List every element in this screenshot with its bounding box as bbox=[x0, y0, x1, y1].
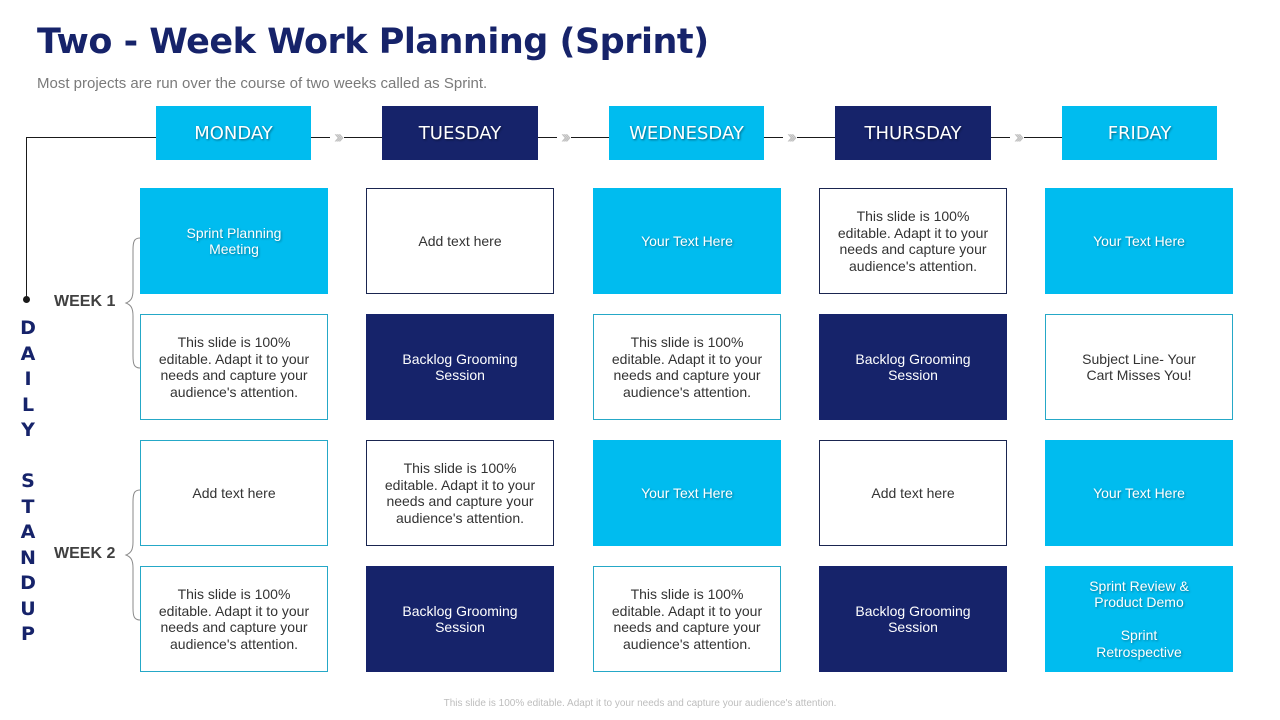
week-2-brace-icon bbox=[124, 489, 141, 621]
day-header-tuesday: TUESDAY bbox=[382, 106, 538, 160]
timeline-vertical-line bbox=[26, 137, 27, 299]
daily-standup-label: D A I L Y S T A N D U P bbox=[18, 316, 38, 648]
cell-w2-thursday-b: Backlog Grooming Session bbox=[819, 566, 1007, 672]
daily-standup-letter: I bbox=[24, 368, 32, 390]
cell-w1-monday-b: This slide is 100% editable. Adapt it to… bbox=[140, 314, 328, 420]
daily-standup-letter: S bbox=[21, 470, 35, 492]
cell-w2-monday-b: This slide is 100% editable. Adapt it to… bbox=[140, 566, 328, 672]
daily-standup-spacer bbox=[18, 444, 38, 470]
footer-note: This slide is 100% editable. Adapt it to… bbox=[443, 698, 837, 709]
daily-standup-letter: T bbox=[21, 495, 35, 518]
cell-w2-friday-a: Your Text Here bbox=[1045, 440, 1233, 546]
day-header-wednesday: WEDNESDAY bbox=[609, 106, 764, 160]
cell-w2-friday-b: Sprint Review & Product Demo Sprint Retr… bbox=[1045, 566, 1233, 672]
cell-w1-wednesday-b: This slide is 100% editable. Adapt it to… bbox=[593, 314, 781, 420]
daily-standup-letter: A bbox=[20, 342, 36, 365]
page-subtitle: Most projects are run over the course of… bbox=[37, 75, 488, 92]
daily-standup-letter: N bbox=[20, 546, 36, 569]
cell-w1-wednesday-a: Your Text Here bbox=[593, 188, 781, 294]
cell-w2-wednesday-a: Your Text Here bbox=[593, 440, 781, 546]
timeline-line bbox=[26, 137, 1062, 138]
week-1-brace-icon bbox=[124, 237, 141, 369]
daily-standup-letter: L bbox=[21, 393, 35, 416]
daily-standup-letter: U bbox=[20, 597, 36, 620]
cell-w1-friday-a: Your Text Here bbox=[1045, 188, 1233, 294]
cell-w2-tuesday-b: Backlog Grooming Session bbox=[366, 566, 554, 672]
cell-w1-friday-b: Subject Line- Your Cart Misses You! bbox=[1045, 314, 1233, 420]
cell-w2-wednesday-b: This slide is 100% editable. Adapt it to… bbox=[593, 566, 781, 672]
page-title: Two - Week Work Planning (Sprint) bbox=[37, 22, 709, 62]
triple-chevron-right-icon: ››› bbox=[330, 126, 344, 148]
day-header-monday: MONDAY bbox=[156, 106, 311, 160]
triple-chevron-right-icon: ››› bbox=[783, 126, 797, 148]
daily-standup-letter: D bbox=[20, 572, 36, 594]
daily-standup-letter: P bbox=[21, 623, 35, 645]
day-header-friday: FRIDAY bbox=[1062, 106, 1217, 160]
cell-w2-tuesday-a: This slide is 100% editable. Adapt it to… bbox=[366, 440, 554, 546]
week-1-label: WEEK 1 bbox=[54, 293, 116, 310]
cell-w1-thursday-a: This slide is 100% editable. Adapt it to… bbox=[819, 188, 1007, 294]
cell-w1-tuesday-a: Add text here bbox=[366, 188, 554, 294]
cell-w2-thursday-a: Add text here bbox=[819, 440, 1007, 546]
daily-standup-letter: A bbox=[20, 521, 36, 543]
cell-w2-monday-a: Add text here bbox=[140, 440, 328, 546]
daily-standup-letter: D bbox=[20, 317, 36, 339]
cell-w1-thursday-b: Backlog Grooming Session bbox=[819, 314, 1007, 420]
timeline-end-dot bbox=[23, 296, 30, 303]
triple-chevron-right-icon: ››› bbox=[1010, 126, 1024, 148]
day-header-thursday: THURSDAY bbox=[835, 106, 991, 160]
triple-chevron-right-icon: ››› bbox=[557, 126, 571, 148]
cell-w1-tuesday-b: Backlog Grooming Session bbox=[366, 314, 554, 420]
daily-standup-letter: Y bbox=[21, 419, 35, 441]
cell-w1-monday-a: Sprint Planning Meeting bbox=[140, 188, 328, 294]
week-2-label: WEEK 2 bbox=[54, 545, 116, 562]
